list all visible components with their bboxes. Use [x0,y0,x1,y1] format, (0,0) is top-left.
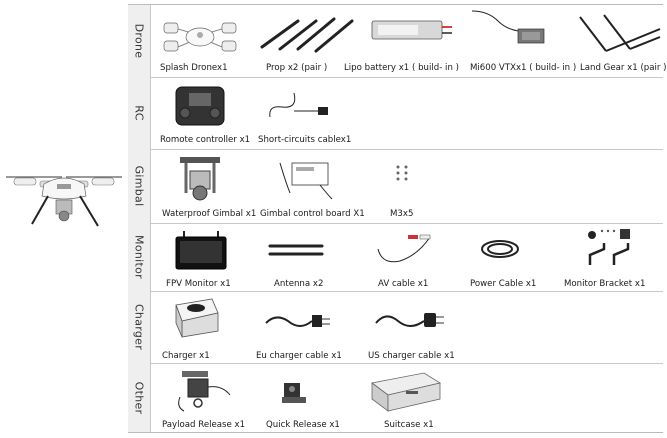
caption-payload-release: Payload Release x1 [162,420,246,430]
caption-remote: Romote controller x1 [160,135,251,145]
screws-icon [396,165,408,181]
propellers-icon [260,17,354,53]
monitor-icon [175,231,227,270]
row-rc: RC Romote controller x1 Short-circuits c… [128,77,663,150]
row-monitor: Monitor FPV Monitor x1 Antenna x2 [128,223,663,292]
row-other: Other Payload Release x1 Quick Release x… [128,363,663,432]
caption-gimbal: Waterproof Gimbal x1 [162,209,257,219]
row-drone: Drone Splash Dronex1 Prop x2 (pair ) [128,5,667,78]
hero-drone-panel [0,0,128,434]
control-board-icon [279,162,333,200]
row-label-drone: Drone [128,5,151,77]
caption-m3x5: M3x5 [390,209,414,219]
vtx-icon [471,10,545,44]
eu-cable-icon [265,315,330,327]
caption-charger: Charger x1 [162,351,210,361]
payload-release-icon [178,371,231,412]
us-cable-icon [375,313,444,327]
drone-body-icon [163,22,237,52]
row-label-gimbal: Gimbal [128,149,151,223]
caption-suitcase: Suitcase x1 [384,420,434,430]
suitcase-icon [371,372,442,412]
caption-splash-drone: Splash Dronex1 [160,63,228,73]
package-contents-table: Drone Splash Dronex1 Prop x2 (pair ) [128,4,667,433]
caption-av-cable: AV cable x1 [378,279,429,289]
caption-monitor-bracket: Monitor Bracket x1 [564,279,646,289]
power-cable-icon [481,240,519,258]
av-cable-icon [377,234,431,263]
cable-icon [269,92,328,118]
row-label-other: Other [128,363,151,432]
caption-eu-cable: Eu charger cable x1 [256,351,342,361]
remote-controller-icon [175,86,225,126]
caption-antenna: Antenna x2 [274,279,324,289]
antenna-icon [268,244,324,256]
drone-assembled-icon [6,176,122,227]
row-charger: Charger Charger x1 Eu charger cable x1 [128,291,663,364]
row-label-rc: RC [128,77,151,149]
caption-vtx: Mi600 VTXx1 ( build- in ) [470,63,577,73]
landing-gear-icon [579,14,661,52]
quick-release-icon [282,383,306,403]
charger-icon [175,298,219,338]
bracket-icon [588,229,630,265]
caption-fpv-monitor: FPV Monitor x1 [166,279,231,289]
battery-icon [371,20,452,40]
row-label-charger: Charger [128,291,151,363]
row-gimbal: Gimbal Waterproof Gimbal x1 Gimbal contr… [128,149,663,224]
caption-us-cable: US charger cable x1 [368,351,455,361]
caption-props: Prop x2 (pair ) [266,63,328,73]
row-label-monitor: Monitor [128,223,151,291]
caption-power-cable: Power Cable x1 [470,279,537,289]
caption-short-cable: Short-circuits cablex1 [258,135,352,145]
caption-battery: Lipo battery x1 ( build- in ) [344,63,459,73]
caption-land-gear: Land Gear x1 (pair ) [580,63,667,73]
caption-gimbal-board: Gimbal control board X1 [260,209,365,219]
gimbal-icon [180,157,220,201]
caption-quick-release: Quick Release x1 [266,420,340,430]
